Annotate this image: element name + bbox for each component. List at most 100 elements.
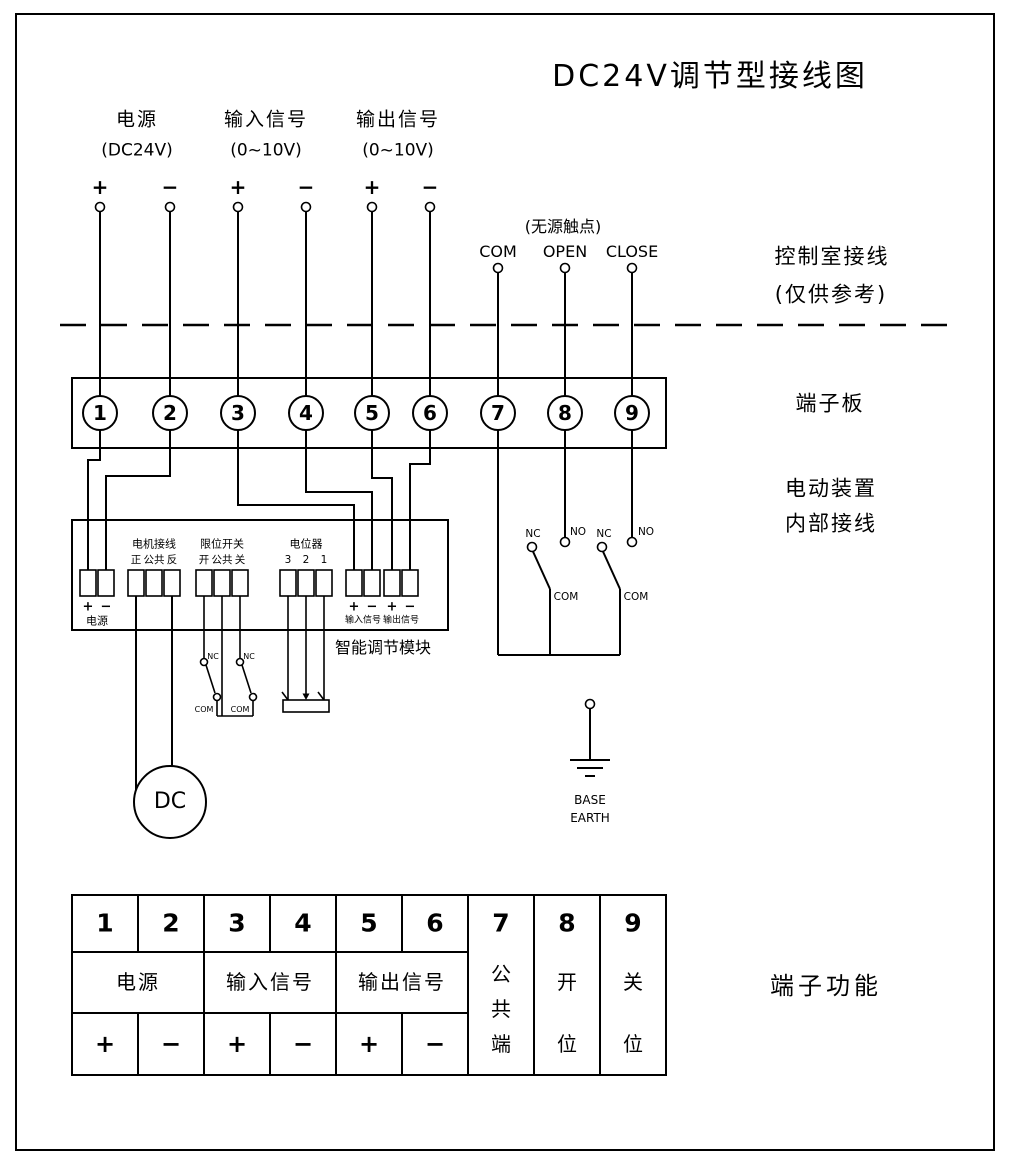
switch1-com-label: COM (553, 590, 579, 603)
module-name: 智能调节模块 (334, 638, 432, 657)
board-terminal-9: 9 (625, 401, 639, 425)
board-terminal-2: 2 (163, 401, 177, 425)
device-note-line1: 电动装置 (785, 476, 877, 501)
control-module-graphic (71, 519, 449, 631)
board-terminal-8: 8 (558, 401, 572, 425)
board-terminal-5: 5 (365, 401, 379, 425)
switch2-com-label: COM (623, 590, 649, 603)
table-col8-char-2: 位 (557, 1032, 577, 1056)
table-col7-char-3: 端 (491, 1032, 511, 1056)
dry-contact-note: (无源触点) (524, 217, 602, 236)
pot-terminal-1: 1 (320, 553, 328, 566)
power-plus-sign: + (91, 175, 109, 199)
control-room-note-line2: (仅供参考) (774, 282, 888, 307)
close-label: CLOSE (605, 242, 659, 261)
module-input-label: 输入信号 (344, 615, 382, 626)
table-pol-2: − (160, 1030, 182, 1058)
small-switch1-nc-label: NC (207, 652, 219, 661)
output-plus-sign: + (363, 175, 381, 199)
table-pol-4: − (292, 1030, 314, 1058)
switch1-no-label: NO (569, 525, 587, 538)
motor-terminal-pos: 正 (130, 553, 142, 566)
changeover-switches (498, 536, 638, 656)
module-power-minus: − (100, 599, 112, 615)
small-switch2-nc-label: NC (243, 652, 255, 661)
output-minus-sign: − (421, 175, 439, 199)
motor-symbol (133, 596, 207, 839)
pot-terminal-3: 3 (284, 553, 292, 566)
table-pol-1: + (94, 1030, 116, 1058)
table-number-4: 4 (294, 908, 312, 938)
power-minus-sign: − (161, 175, 179, 199)
board-terminal-3: 3 (231, 401, 245, 425)
table-number-6: 6 (426, 908, 444, 938)
table-pol-6: − (424, 1030, 446, 1058)
drop-wires (99, 211, 633, 396)
module-power-label: 电源 (86, 614, 108, 628)
switch1-nc-label: NC (525, 527, 541, 540)
board-terminal-1: 1 (93, 401, 107, 425)
limit-switch-symbols (199, 596, 258, 717)
table-number-8: 8 (558, 908, 576, 938)
potentiometer-symbol (281, 596, 330, 713)
motor-terminal-neg: 反 (166, 553, 178, 566)
table-col7-char-2: 共 (491, 997, 511, 1021)
switch2-nc-label: NC (596, 527, 612, 540)
input-plus-sign: + (229, 175, 247, 199)
limit-terminal-open: 开 (198, 553, 210, 566)
table-col9-char-1: 关 (623, 970, 643, 994)
module-io-plus2: + (386, 599, 398, 615)
table-group-input: 输入信号 (226, 970, 314, 994)
board-to-module-wires (87, 430, 633, 655)
pot-terminal-2: 2 (302, 553, 310, 566)
output-signal-spec: (0~10V) (362, 140, 434, 161)
diagram-frame (15, 13, 995, 1151)
top-terminal-circles (94, 201, 638, 274)
table-number-2: 2 (162, 908, 180, 938)
table-group-power: 电源 (116, 970, 160, 994)
limit-terminal-com: 公共 (211, 553, 233, 566)
limit-terminal-close: 关 (234, 553, 246, 566)
table-number-5: 5 (360, 908, 378, 938)
board-terminal-4: 4 (299, 401, 313, 425)
table-pol-5: + (358, 1030, 380, 1058)
limit-group-title: 限位开关 (200, 537, 244, 551)
table-col7-char-1: 公 (491, 962, 511, 986)
module-io-minus1: − (366, 599, 378, 615)
motor-group-title: 电机接线 (132, 537, 176, 551)
input-minus-sign: − (297, 175, 315, 199)
table-group-output: 输出信号 (358, 970, 446, 994)
small-switch1-com-label: COM (194, 705, 214, 714)
board-terminal-6: 6 (423, 401, 437, 425)
terminal-board-note: 端子板 (795, 391, 865, 416)
motor-terminal-com: 公共 (143, 553, 165, 566)
ground-label-earth: EARTH (570, 811, 610, 825)
pot-group-title: 电位器 (289, 537, 323, 551)
table-number-3: 3 (228, 908, 246, 938)
power-spec: (DC24V) (101, 140, 173, 161)
board-terminal-7: 7 (491, 401, 505, 425)
table-number-1: 1 (96, 908, 114, 938)
table-col9-char-2: 位 (623, 1032, 643, 1056)
ground-symbol (570, 698, 610, 777)
input-signal-spec: (0~10V) (230, 140, 302, 161)
switch2-no-label: NO (637, 525, 655, 538)
ground-label-base: BASE (574, 793, 606, 807)
module-io-plus1: + (348, 599, 360, 615)
open-label: OPEN (542, 242, 588, 261)
output-signal-label: 输出信号 (355, 108, 441, 131)
table-col8-char-1: 开 (557, 970, 577, 994)
page-title: DC24V调节型接线图 (552, 59, 868, 94)
module-io-minus2: − (404, 599, 416, 615)
table-number-7: 7 (492, 908, 510, 938)
module-power-plus: + (82, 599, 94, 615)
device-note-line2: 内部接线 (785, 511, 877, 536)
small-switch2-com-label: COM (230, 705, 250, 714)
table-pol-3: + (226, 1030, 248, 1058)
function-table-grid (71, 894, 667, 1076)
com-label: COM (479, 242, 517, 261)
motor-label: DC (153, 789, 187, 814)
control-room-note-line1: 控制室接线 (774, 244, 890, 269)
